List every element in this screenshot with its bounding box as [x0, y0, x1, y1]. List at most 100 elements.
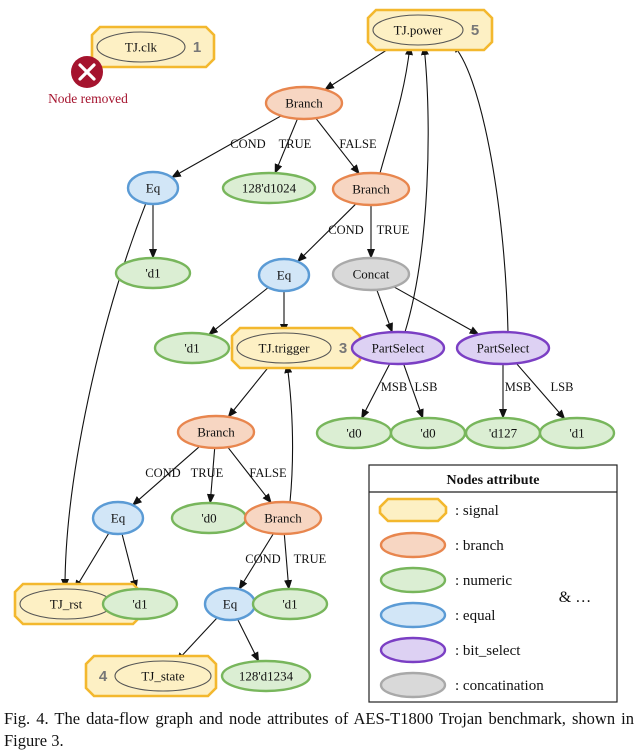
node-eq2-shape — [257, 257, 311, 293]
legend-swatch-concat — [379, 671, 447, 699]
edge-b3-d0c — [206, 447, 216, 504]
node-power-shape — [372, 14, 464, 46]
node-ps1-label: PartSelect — [372, 341, 425, 356]
edge-eq4-state — [175, 617, 218, 663]
node-eq1-label: Eq — [146, 181, 161, 196]
node-b3-label: Branch — [197, 425, 235, 440]
node-clk-shape — [96, 31, 186, 63]
edge-label-b4_cond: COND — [245, 552, 280, 566]
node-b3-shape — [176, 414, 256, 450]
legend-extra: & … — [559, 589, 591, 606]
edge-eq4-n1234 — [237, 618, 260, 663]
edge-trigger-b3 — [227, 362, 273, 418]
edge-label-b3_cond: COND — [145, 466, 180, 480]
edge-b3-b4 — [227, 446, 272, 504]
node-trigger-shape — [236, 332, 332, 364]
node-ps2-label: PartSelect — [477, 341, 530, 356]
node-eq4: Eq — [203, 586, 257, 622]
node-d127-label: 'd127 — [489, 426, 518, 441]
node-d0c-label: 'd0 — [201, 511, 216, 526]
edge-label-b3_true: TRUE — [191, 466, 224, 480]
legend-item-branch: : branch — [379, 531, 504, 559]
node-n1024: 128'd1024 — [221, 171, 317, 205]
node-clk-label: TJ.clk — [125, 40, 158, 55]
removed-x-icon-glyph — [78, 63, 96, 81]
node-d1b-label: 'd1 — [184, 341, 199, 356]
edge-ps2-power — [451, 43, 509, 333]
node-clk-tag: 1 — [193, 39, 201, 56]
node-eq3-shape — [91, 500, 145, 536]
node-d1a: 'd1 — [114, 256, 192, 290]
node-concat-label: Concat — [353, 267, 390, 282]
edge-ps1-d0a — [361, 363, 391, 420]
edge-b2-eq2 — [296, 203, 357, 263]
node-clk: 1 TJ.clk — [90, 25, 216, 69]
edge-b1-n1024 — [274, 118, 299, 175]
node-n1234: 128'd1234 — [220, 659, 312, 693]
edge-b4-eq4 — [238, 533, 274, 590]
legend-label-equal: : equal — [455, 608, 495, 624]
node-b2-shape — [331, 171, 411, 207]
legend: Nodes attribute : signal : branch : numeri… — [368, 464, 618, 703]
node-b1-shape — [264, 85, 344, 121]
node-d1d: 'd1 — [101, 587, 179, 621]
legend-item-concat: : concatination — [379, 671, 544, 699]
edge-concat-ps2 — [393, 286, 480, 335]
edge-label-b1_cond: COND — [230, 137, 265, 151]
node-b3: Branch — [176, 414, 256, 450]
legend-label-signal: : signal — [455, 503, 499, 519]
edge-b1-b2 — [315, 117, 360, 175]
node-b1: Branch — [264, 85, 344, 121]
edge-b4-d1e — [283, 533, 293, 590]
node-d1c: 'd1 — [538, 416, 616, 450]
node-trigger: 3TJ.trigger — [230, 326, 362, 370]
node-power: 5TJ.power — [366, 8, 494, 52]
node-concat-shape — [331, 256, 411, 292]
legend-item-numeric: : numeric — [379, 566, 512, 594]
edge-b1-eq1 — [170, 115, 282, 178]
node-b2-label: Branch — [352, 182, 390, 197]
node-d1e: 'd1 — [251, 587, 329, 621]
node-rst-label: TJ_rst — [50, 597, 83, 612]
edge-label-b1_false: FALSE — [339, 137, 377, 151]
node-d1c-shape — [538, 416, 616, 450]
node-d1c-label: 'd1 — [569, 426, 584, 441]
node-eq2-label: Eq — [277, 268, 292, 283]
node-ps2: PartSelect — [455, 330, 551, 366]
node-power-label: TJ.power — [394, 23, 443, 38]
node-eq4-label: Eq — [223, 597, 238, 612]
legend-item-signal: : signal — [378, 497, 499, 523]
node-eq3: Eq — [91, 500, 145, 536]
node-b4: Branch — [243, 500, 323, 536]
node-b2: Branch — [331, 171, 411, 207]
edge-label-b3_false: FALSE — [249, 466, 287, 480]
node-trigger-tag: 3 — [339, 340, 347, 357]
edge-label-b2_true: TRUE — [377, 223, 410, 237]
legend-item-equal: : equal — [379, 601, 495, 629]
node-n1234-shape — [220, 659, 312, 693]
edge-label-ps1_lsb: LSB — [415, 380, 438, 394]
node-d0b-label: 'd0 — [420, 426, 435, 441]
node-d0c: 'd0 — [170, 501, 248, 535]
node-rst: 2TJ_rst — [13, 582, 143, 626]
node-ps1-shape — [350, 330, 446, 366]
node-eq2: Eq — [257, 257, 311, 293]
legend-title: Nodes attribute — [447, 473, 540, 488]
node-d1a-shape — [114, 256, 192, 290]
edge-b3-eq3 — [131, 445, 200, 506]
legend-label-bitsel: : bit_select — [455, 643, 521, 659]
node-d1a-label: 'd1 — [145, 266, 160, 281]
node-removed-marker: Node removed — [48, 56, 128, 106]
node-n1024-shape — [221, 171, 317, 205]
legend-item-bitsel: : bit_select — [379, 636, 521, 664]
legend-label-branch: : branch — [455, 538, 504, 554]
edge-eq1-rst — [61, 202, 147, 589]
legend-swatch-bitsel — [379, 636, 447, 664]
node-d1d-shape — [101, 587, 179, 621]
node-eq1: Eq — [126, 170, 180, 206]
edge-label-b2_cond: COND — [328, 223, 363, 237]
